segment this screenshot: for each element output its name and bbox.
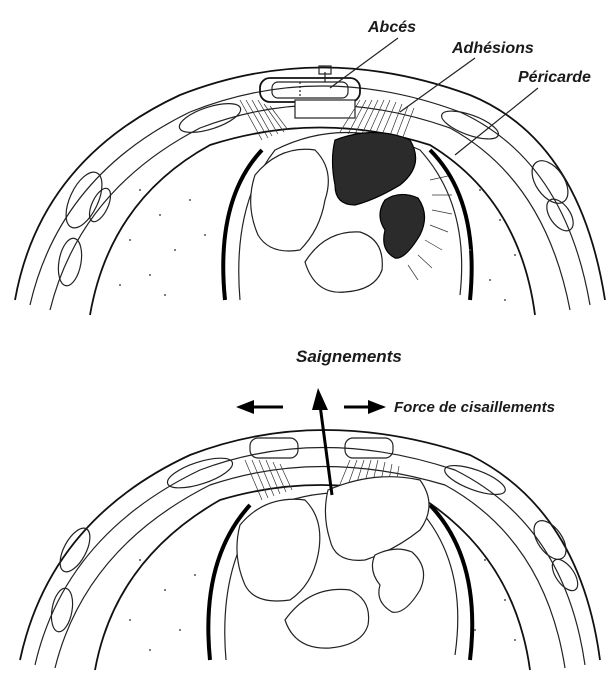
top-panel-cross-section: Abcés Adhésions Péricarde: [15, 19, 605, 315]
label-force-cisaillements: Force de cisaillements: [394, 399, 555, 416]
label-abces: Abcés: [367, 19, 416, 36]
label-pericarde: Péricarde: [518, 69, 591, 86]
label-saignements: Saignements: [296, 347, 402, 366]
bottom-panel-cross-section: Saignements Force de cisaillements: [20, 347, 600, 670]
label-adhesions: Adhésions: [451, 40, 534, 57]
